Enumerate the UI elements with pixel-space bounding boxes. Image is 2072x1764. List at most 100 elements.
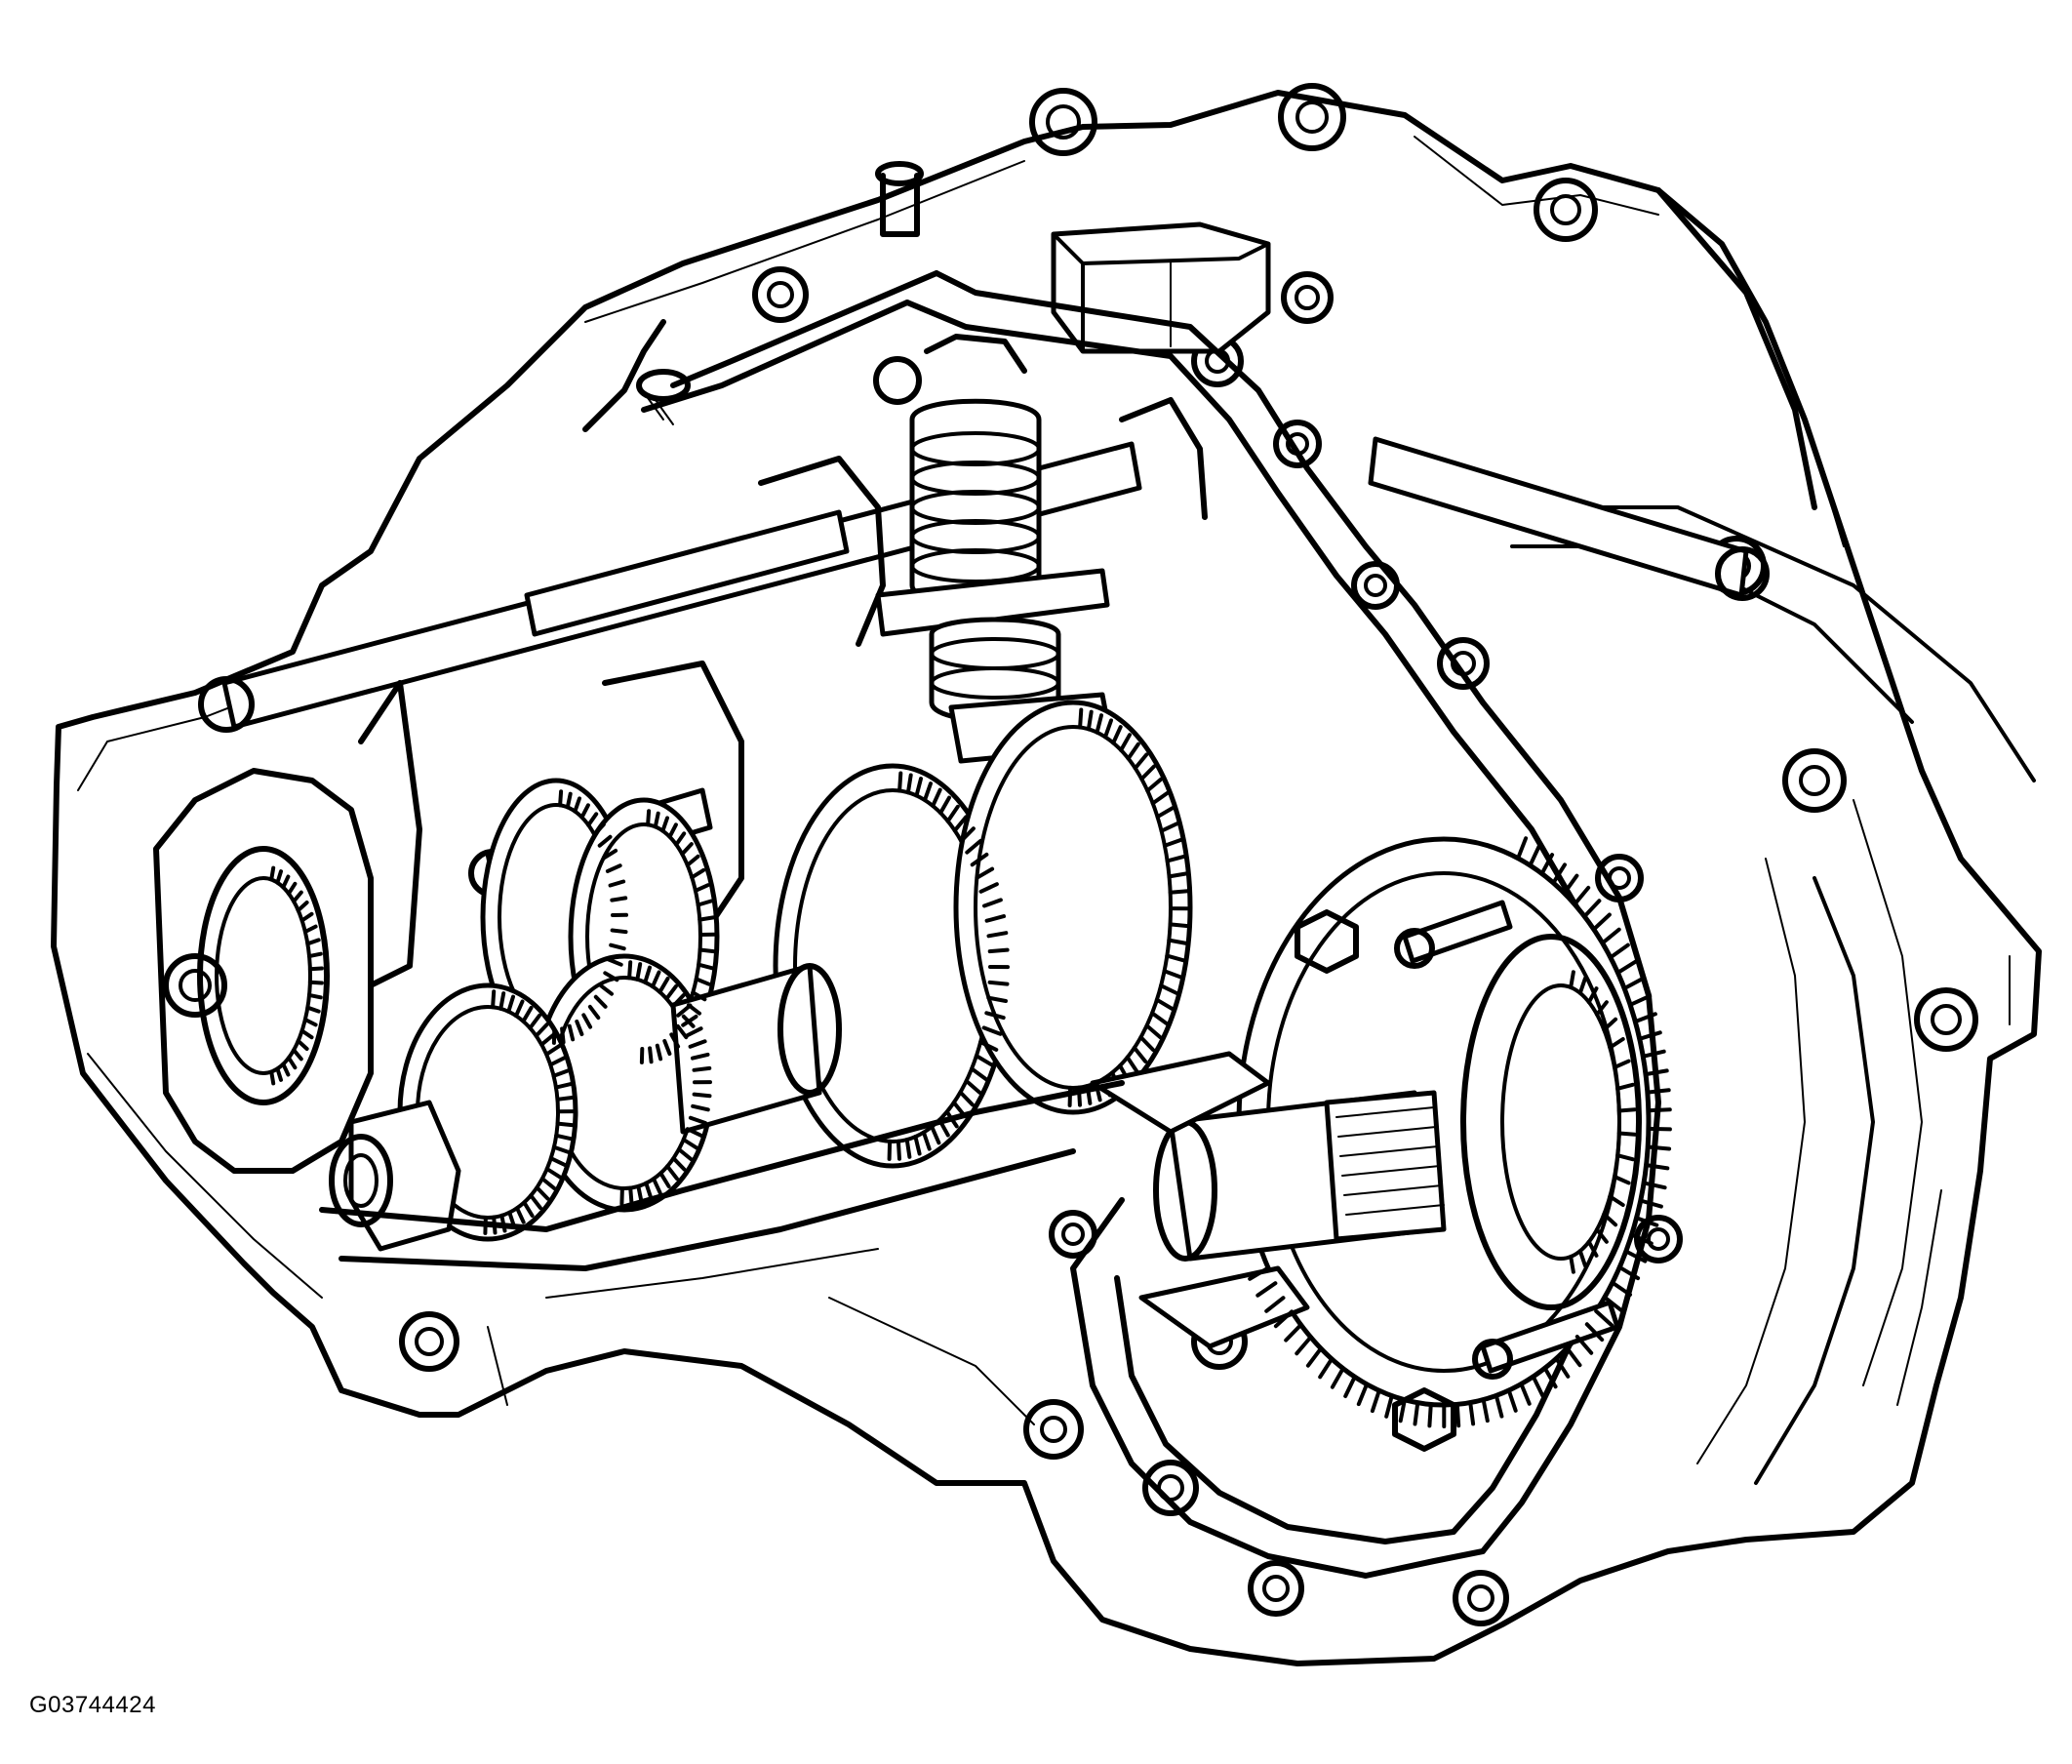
gear-tooth — [1582, 899, 1602, 919]
gear-tooth — [1126, 742, 1140, 761]
gear-tooth — [286, 1056, 298, 1070]
gear-tooth — [560, 1026, 566, 1045]
gear-tooth — [694, 977, 711, 986]
gear-tooth — [987, 947, 1010, 954]
gear-tooth — [1150, 791, 1170, 806]
gear-tooth — [586, 812, 599, 827]
gear-tooth — [292, 1048, 303, 1062]
gear-tooth — [664, 983, 678, 1001]
gear-tooth — [1642, 1181, 1667, 1190]
gear-tooth — [1622, 976, 1646, 991]
gear-tooth — [1633, 1012, 1657, 1024]
gear-tooth — [609, 942, 626, 951]
gear-tooth — [651, 970, 661, 989]
gear-tooth — [1255, 1281, 1278, 1298]
gear-tooth — [498, 991, 506, 1011]
gear-tooth — [281, 874, 291, 890]
gear-tooth — [269, 1069, 276, 1086]
gear-tooth — [1629, 1232, 1654, 1246]
shift-shaft-spring — [873, 334, 1115, 764]
gear-tooth — [653, 811, 660, 829]
gear-tooth — [515, 1206, 526, 1224]
gear-tooth — [1103, 718, 1113, 740]
gear-tooth — [1551, 862, 1567, 885]
gear-tooth — [981, 1025, 1003, 1036]
gear-tooth — [896, 1139, 901, 1161]
gear-tooth — [548, 1056, 567, 1067]
gear-tooth — [1569, 1255, 1575, 1274]
gear-tooth — [1168, 922, 1190, 929]
gear-tooth — [1168, 889, 1190, 895]
cutaway-gasket-frame — [641, 270, 1661, 1579]
end-cover-gear — [153, 768, 374, 1174]
gear-tooth — [1608, 1037, 1625, 1050]
gear-tooth — [299, 911, 314, 923]
gear-tooth — [1165, 953, 1186, 963]
gear-tooth — [1646, 1144, 1672, 1151]
gear-tooth — [982, 898, 1003, 908]
gear-tooth — [506, 994, 515, 1014]
gear-tooth — [1519, 1382, 1532, 1406]
gear-tooth — [1481, 1397, 1490, 1423]
gear-tooth — [676, 1003, 693, 1018]
gear-tooth — [269, 865, 276, 882]
gear-tooth — [1539, 853, 1555, 876]
gear-tooth — [555, 1095, 576, 1102]
gear-tooth — [970, 852, 989, 867]
gear-tooth — [1600, 927, 1621, 945]
gear-tooth — [1305, 1346, 1324, 1368]
gear-tooth — [554, 1133, 574, 1142]
gear-tooth — [575, 1020, 584, 1036]
gear-tooth — [628, 1185, 634, 1206]
gear-tooth — [984, 914, 1006, 923]
gear-tooth — [1608, 942, 1630, 960]
gear-tooth — [681, 1014, 698, 1027]
gear-tooth — [965, 839, 982, 855]
gear-tooth — [636, 1183, 644, 1204]
gear-tooth — [1602, 1295, 1624, 1313]
gear-tooth — [565, 791, 573, 810]
gear-teeth — [269, 707, 1190, 1235]
gear-tooth — [619, 1186, 624, 1206]
gear-tooth — [1159, 822, 1179, 833]
gear-tooth — [539, 1177, 557, 1191]
gear-tooth — [685, 1026, 703, 1038]
gear-tooth — [587, 1004, 601, 1021]
gear-tooth — [1613, 1059, 1631, 1069]
gear-tooth — [697, 915, 716, 922]
gear-tooth — [592, 822, 606, 837]
gear-tooth — [952, 815, 969, 833]
gear-tooth — [1616, 1107, 1637, 1113]
gear-tooth — [1086, 709, 1094, 732]
gear-tooth — [296, 1038, 309, 1051]
housing-outline — [51, 90, 2042, 1666]
gear-tooth — [693, 883, 710, 893]
gear-tooth — [978, 882, 999, 894]
gear-tooth — [1384, 1393, 1394, 1419]
gear-tooth — [534, 1022, 549, 1038]
gear-tooth — [627, 960, 633, 981]
gear-tooth — [1516, 836, 1529, 861]
gear-tooth — [558, 789, 564, 808]
differential-assembly — [1090, 836, 1652, 1452]
gear-tooth — [1078, 707, 1084, 730]
gear-tooth — [1602, 1212, 1618, 1227]
gear-tooth — [691, 1052, 710, 1061]
gear-tooth — [655, 1043, 663, 1062]
gear-tooth — [646, 809, 652, 827]
gear-tooth — [1163, 837, 1183, 848]
gear-tooth — [685, 1127, 704, 1139]
gear-tooth — [665, 1164, 679, 1181]
gear-tooth — [1645, 1088, 1671, 1095]
gear-tooth — [690, 867, 706, 880]
gear-tooth — [1468, 1400, 1476, 1426]
gear-tooth — [1494, 1393, 1504, 1419]
gear-tooth — [964, 1078, 982, 1095]
breather-pipe — [875, 161, 924, 237]
gear-tooth — [579, 803, 590, 820]
gear-tooth — [1165, 854, 1186, 863]
gear-tooth — [1356, 1382, 1370, 1407]
gear-tooth — [674, 831, 687, 847]
gear-tooth — [307, 966, 324, 972]
gear-tooth — [938, 795, 951, 816]
